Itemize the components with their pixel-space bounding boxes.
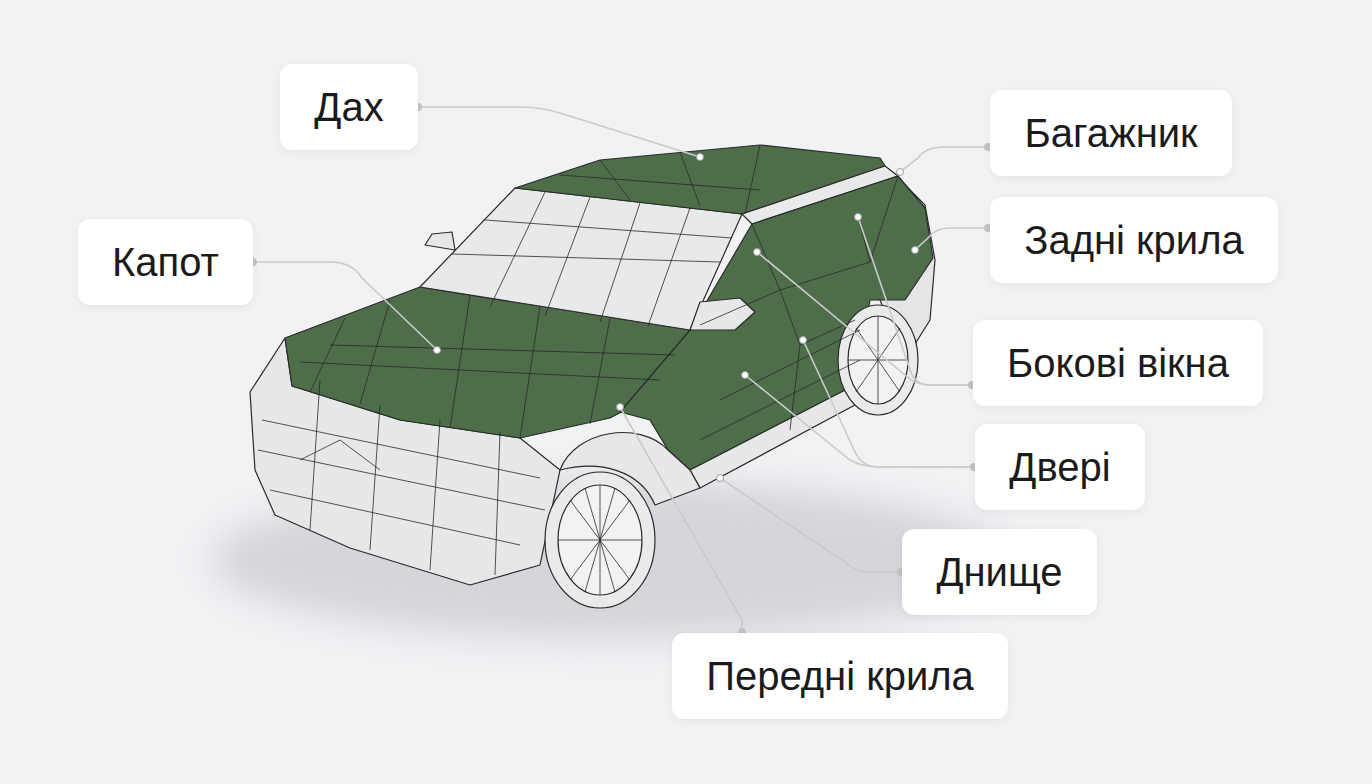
label-text: Бокові вікна: [1007, 341, 1229, 385]
callout-label: Задні крила: [990, 197, 1278, 283]
label-text: Днище: [936, 550, 1062, 594]
car-body: [250, 145, 935, 608]
label-text: Дах: [314, 85, 383, 129]
leader-lines: [257, 107, 984, 628]
callout-label: Багажник: [990, 90, 1232, 176]
callout-label: Дах: [280, 64, 418, 150]
callout-label: Бокові вікна: [973, 320, 1263, 406]
callout-label: Капот: [78, 219, 253, 305]
label-text: Багажник: [1024, 111, 1197, 155]
leader-dots: [434, 154, 919, 482]
callout-label: Двері: [975, 424, 1145, 510]
callout-label: Передні крила: [672, 633, 1008, 719]
callout-label: Днище: [902, 529, 1097, 615]
mesh-lines: [258, 145, 908, 595]
label-text: Задні крила: [1024, 218, 1244, 262]
box-dots: [249, 103, 992, 636]
label-text: Двері: [1009, 445, 1110, 489]
label-text: Капот: [112, 240, 219, 284]
label-text: Передні крила: [706, 654, 974, 698]
